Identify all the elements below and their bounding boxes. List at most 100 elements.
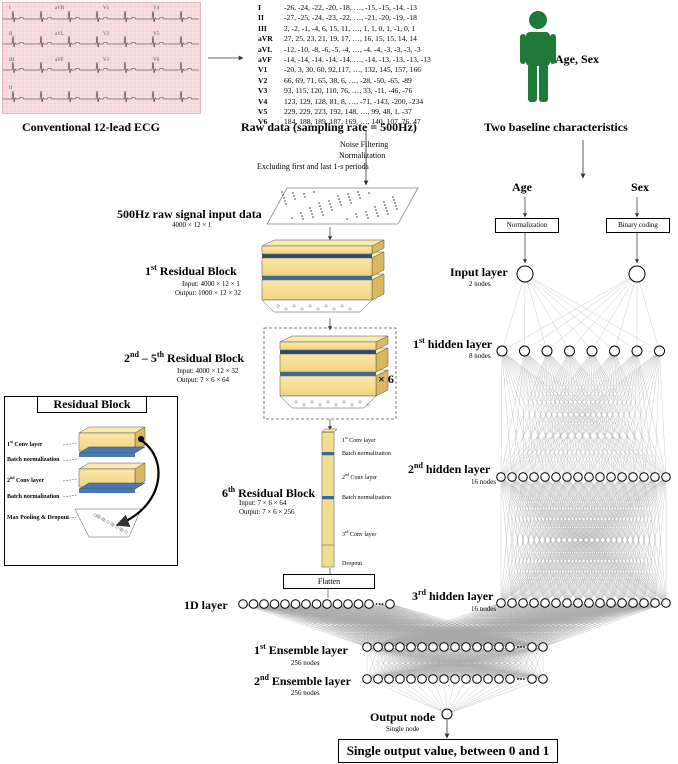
h1-to-h2-edge [569,350,656,478]
ellipsis-dot [520,646,522,648]
h1-to-h2-edge [546,350,667,478]
input-sheet-dot [330,206,332,208]
h1-to-h2-edge [569,350,612,478]
ensemble2-node [527,674,537,684]
ecg-lead-label: II [9,32,13,37]
hidden3-node [606,598,616,608]
e2-to-output-edge [446,678,467,715]
residual-legend-drawing [62,426,160,538]
input-sheet-dot [387,213,389,215]
d1-to-e1-edge [368,603,412,648]
ensemble2-node [406,674,416,684]
hidden2-label: 2nd hidden layer [408,461,491,476]
residual-block-legend: Residual Block 1st Conv layer Batch norm… [4,396,178,566]
layer-1d-node [259,599,269,609]
dropout-dot [350,403,354,407]
input-sheet-dot [394,202,396,204]
legend-pool-shape [74,508,142,538]
input-to-h1-edge [524,273,638,352]
h1-to-h2-edge [522,350,548,478]
hidden2-node [595,472,605,482]
raw-data-row: aVF-14, -14, -14, -14, -14, …, -14, -13,… [258,55,431,65]
conv3-label: 3rd Conv layer [342,529,377,539]
ellipsis-dot [375,603,378,605]
h1-to-h2-edge [511,350,593,478]
raw-lead-values: 229, 229, 223, 192, 148, …, 99, 48, 1, -… [284,106,412,116]
h1-to-h2-edge [524,350,579,478]
h3-to-e1-edge [388,602,667,648]
h1-to-h2-edge [566,350,593,478]
h1-to-h2-edge [588,350,615,478]
neural-connections [208,55,667,739]
h1-to-h2-edge [533,350,593,478]
h3-to-e1-edge [366,602,557,648]
raw-lead-values: 123, 129, 128, 81, 8, …, -71, -143, -200… [284,96,424,106]
input-data-dims: 4000 × 12 × 1 [172,221,212,229]
h2-to-h3-edge [610,476,667,604]
dropout-dot [366,403,370,407]
d1-to-e1-edge [316,603,379,648]
raw-lead-label: aVL [258,44,273,54]
e1-to-e2-edge [388,646,544,680]
input-sheet-dot [358,194,360,196]
h1-to-h2-edge [591,350,601,478]
h1-to-h2-edge [614,350,667,478]
person-left-arm [520,34,526,64]
h3-to-e1-edge [366,602,535,648]
h2-to-h3-edge [500,476,524,604]
input-to-h1-edge [524,273,570,352]
input-sheet-dot [322,214,324,216]
dropout-dot [316,307,320,311]
input-sheet-dot [339,201,341,203]
input-sheet-dot [340,204,342,206]
person-label: Age, Sex [555,52,599,66]
h1-to-h2-edge [599,350,615,478]
ecg-lead-label: V5 [153,32,160,37]
input-sheet-dot [318,202,320,204]
h1-to-h2-edge [544,350,638,478]
raw-lead-label: aVF [258,54,272,64]
input-sheet-dot [284,200,286,202]
e2-to-output-edge [446,678,544,715]
h2-to-h3-edge [500,476,623,604]
output-node-label: Output node [370,710,436,724]
batch-norm-stripe [262,276,372,280]
d1-to-e1-edge [326,603,368,648]
ensemble2-node [483,674,493,684]
d1-to-e1-edge [326,603,379,648]
h3-to-e1-edge [366,602,612,648]
e2-to-output-edge [446,678,522,715]
slab-front [279,353,377,373]
slab-top [279,335,389,343]
h1-to-h2-edge [610,350,660,478]
legend-dropout-dot [97,515,101,519]
e1-to-e2-edge [509,646,544,680]
slab-front [261,245,373,255]
h1-to-h2-edge [621,350,638,478]
raw-data-row: II-27, -25, -24, -23, -22, …, -21, -20, … [258,13,431,23]
e1-to-e2-edge [421,646,544,680]
input-sheet-dot [368,192,370,194]
block6-input: Input: 7 × 6 × 64 [239,499,287,507]
raw-lead-label: I [258,3,261,12]
hidden3-node [562,598,572,608]
input-layer-nodes: 2 nodes [469,280,491,288]
h3-to-e1-edge [366,602,623,648]
h1-to-h2-edge [614,350,656,478]
hidden3-node [518,598,528,608]
h2-to-h3-edge [632,476,667,604]
input-layer-label: Input layer [450,265,508,279]
d1-to-e1-edge [377,603,391,648]
layer-1d-node [364,599,374,609]
h1-to-h2-edge [591,350,612,478]
h1-to-h2-edge [577,350,615,478]
e2-to-output-edge [446,678,456,715]
raw-lead-values: 27, 25, 23, 21, 19, 17, …, 16, 15, 15, 1… [284,34,417,44]
hidden1-node [519,345,530,357]
ecg-lead-trace [3,10,199,23]
layer-1d-node [385,599,395,609]
h1-to-h2-edge [522,350,593,478]
ecg-lead-label: III [9,58,14,63]
input-sheet-dot [392,196,394,198]
